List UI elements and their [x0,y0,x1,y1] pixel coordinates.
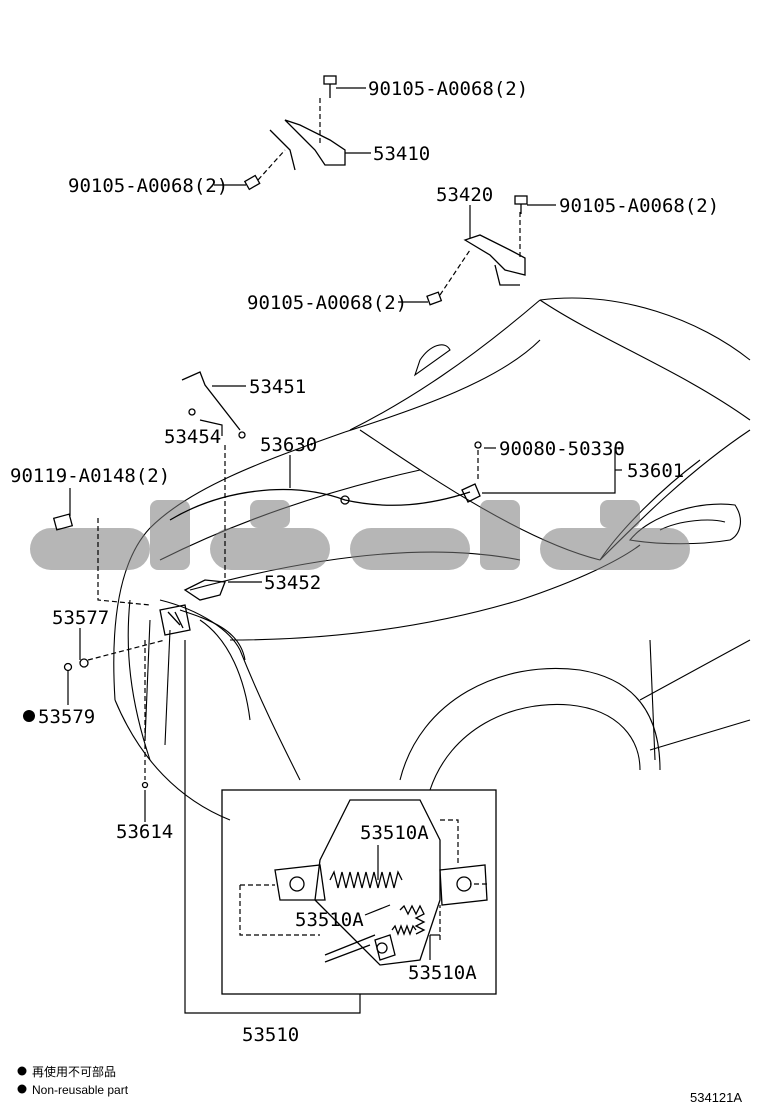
label-rod-holder: 53454 [164,426,221,448]
latch-detail-inset [221,789,497,995]
bolt-right-top-icon [514,195,528,214]
label-latch-assy: 53510 [242,1024,299,1046]
bolt-right-bottom-icon [426,291,443,306]
figure-number: 534121A [690,1090,742,1105]
label-clip-nonreuse: 53579 [38,706,95,728]
release-lever-icon [461,441,482,503]
label-support-rod: 53451 [249,376,306,398]
lower-striker-icon [141,640,149,789]
non-reusable-marker-icon [23,710,35,722]
bolt-left-icon [243,174,261,191]
leader-lines [67,87,622,1014]
car-body-outline [113,297,751,821]
label-bolt-left: 90105-A0068(2) [68,175,228,197]
label-lower-part: 53614 [116,821,173,843]
label-clip-screw: 90080-50330 [499,438,625,460]
label-screw-latch: 90119-A0148(2) [10,465,170,487]
legend-en: Non-reusable part [32,1083,129,1097]
hood-support-rod-icon [181,371,246,439]
label-rod-clip: 53452 [264,572,321,594]
label-hinge-left: 53410 [373,143,430,165]
label-sub-a1: 53510A [360,822,429,844]
label-sub-a3: 53510A [408,962,477,984]
label-bolt-top: 90105-A0068(2) [368,78,528,100]
legend-cn: 再使用不可部品 [32,1064,116,1079]
release-cable-icon [169,488,471,521]
watermark-logo [30,500,690,570]
rod-clip-icon [183,445,226,601]
hood-hinge-left-icon [257,98,346,181]
latch-screw-icon [52,513,151,606]
label-cushion: 53577 [52,607,109,629]
label-bolt-right-top: 90105-A0068(2) [559,195,719,217]
label-bolt-right-bottom: 90105-A0068(2) [247,292,407,314]
hood-latch-icon [159,604,191,636]
label-hinge-right: 53420 [436,184,493,206]
legend: 再使用不可部品 Non-reusable part [17,1064,129,1097]
label-release-cable: 53630 [260,434,317,456]
legend-dot-icon [17,1084,27,1094]
hood-hinge-right-icon [439,212,526,296]
label-lever: 53601 [627,460,684,482]
bolt-top-icon [323,75,337,98]
legend-dot-icon [17,1066,27,1076]
label-sub-a2: 53510A [295,909,364,931]
